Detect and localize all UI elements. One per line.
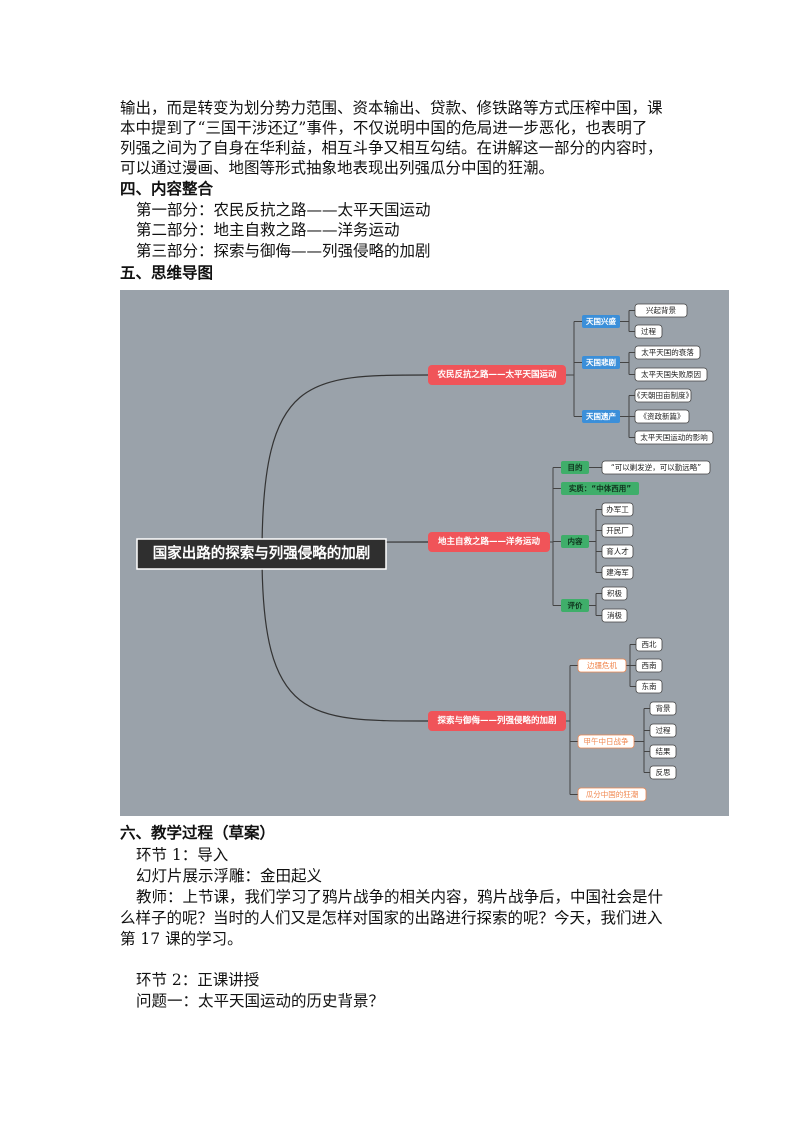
leaf-label: 东南 xyxy=(642,681,657,691)
intro-line-2: 本中提到了“三国干涉还辽”事件，不仅说明中国的危局进一步恶化，也表明了 xyxy=(120,119,648,137)
sub-box xyxy=(561,482,639,495)
step2-title: 环节 2：正课讲授 xyxy=(136,971,260,989)
sub-label: 甲午中日战争 xyxy=(584,736,629,746)
sub-box xyxy=(577,658,627,673)
leaf-label: 育人才 xyxy=(606,546,629,556)
leaf-box xyxy=(649,744,677,759)
branch-box-2 xyxy=(428,532,550,552)
step1-title: 环节 1：导入 xyxy=(136,846,229,864)
leaf-box xyxy=(635,637,663,652)
leaf-box xyxy=(634,409,690,424)
sub-label: 评价 xyxy=(568,601,583,610)
intro-line-4: 可以通过漫画、地图等形式抽象地表现出列强瓜分中国的狂潮。 xyxy=(120,159,555,177)
teacher-line-3: 第 17 课的学习。 xyxy=(120,930,243,948)
leaf-label: 背景 xyxy=(656,703,671,713)
leaf-label: 兴起背景 xyxy=(646,305,676,315)
leaf-box xyxy=(635,658,663,673)
sub-label: 瓜分中国的狂潮 xyxy=(586,789,639,799)
section6-heading: 六、教学过程（草案） xyxy=(120,824,276,842)
sub-label: 实质：“中体西用” xyxy=(569,483,631,493)
leaf-box xyxy=(634,303,688,318)
leaf-box xyxy=(634,430,714,445)
leaf-box xyxy=(634,345,701,360)
section5-heading: 五、思维导图 xyxy=(120,264,214,282)
mind-map: 兴起背景过程 天国兴盛太平天国的衰落太平天国失败原因 天国悲剧《天朝田亩制度》《资政… xyxy=(120,290,729,816)
sub-label: 内容 xyxy=(568,536,583,546)
leaf-label: 过程 xyxy=(656,725,671,735)
connector-root-branch-3 xyxy=(261,553,429,722)
leaf-label: 西南 xyxy=(642,660,657,670)
sub-box xyxy=(561,535,589,548)
sub-label: 天国悲剧 xyxy=(586,357,616,367)
leaf-label: 办军工 xyxy=(606,504,629,514)
intro-line-3: 列强之间为了自身在华利益，相互斗争又相互勾结。在讲解这一部分的内容时， xyxy=(120,139,663,157)
leaf-label: 太平天国的衰落 xyxy=(641,347,694,357)
connector-root-branch-1 xyxy=(261,374,429,555)
question1: 问题一：太平天国运动的历史背景？ xyxy=(136,992,385,1010)
leaf-label: 西北 xyxy=(642,640,657,649)
leaf-box xyxy=(635,679,663,694)
sub-label: 天国兴盛 xyxy=(586,316,616,326)
leaf-box xyxy=(601,460,711,475)
leaf-box xyxy=(649,723,677,738)
branch-box-1 xyxy=(428,365,566,385)
leaf-label: 太平天国失败原因 xyxy=(641,369,701,379)
leaf-label: 消极 xyxy=(607,610,622,620)
leaf-label: 开民厂 xyxy=(606,526,629,535)
branch-label-3: 探索与御侮——列强侵略的加剧 xyxy=(437,715,556,726)
leaf-box xyxy=(634,324,663,339)
leaf-label: 过程 xyxy=(641,326,656,336)
leaf-label: 结果 xyxy=(656,746,671,756)
sub-label: 天国遗产 xyxy=(586,411,616,421)
leaf-label: 反思 xyxy=(656,767,671,777)
step1-line: 幻灯片展示浮雕：金田起义 xyxy=(136,867,323,885)
leaf-box xyxy=(601,586,628,601)
section4-item-1: 第一部分：农民反抗之路——太平天国运动 xyxy=(136,201,431,219)
leaf-box xyxy=(649,701,677,716)
sub-label: 目的 xyxy=(568,462,583,472)
leaf-box xyxy=(601,523,634,538)
sub-box xyxy=(561,599,589,612)
intro-line-1: 输出，而是转变为划分势力范围、资本输出、贷款、修铁路等方式压榨中国，课 xyxy=(120,99,663,117)
branch-label-1: 农民反抗之路——太平天国运动 xyxy=(436,369,557,380)
leaf-box xyxy=(634,367,708,382)
leaf-box xyxy=(649,765,677,780)
root-label: 国家出路的探索与列强侵略的加剧 xyxy=(153,544,371,562)
leaf-box xyxy=(601,565,634,580)
sub-label: 边疆危机 xyxy=(587,660,617,670)
branch-box-3 xyxy=(428,711,566,731)
sub-box xyxy=(577,734,635,749)
sub-box xyxy=(577,787,647,802)
teacher-line-2: 么样子的呢？当时的人们又是怎样对国家的出路进行探索的呢？今天，我们进入 xyxy=(120,909,663,927)
leaf-label: 太平天国运动的影响 xyxy=(640,432,708,442)
leaf-label: 《资政新篇》 xyxy=(640,411,685,421)
branch-label-2: 地主自救之路——洋务运动 xyxy=(438,536,541,547)
sub-box xyxy=(582,356,620,369)
teacher-line-1: 教师：上节课，我们学习了鸦片战争的相关内容，鸦片战争后，中国社会是什 xyxy=(136,888,664,906)
leaf-box xyxy=(601,502,634,517)
leaf-label: 《天朝田亩制度》 xyxy=(633,390,693,400)
leaf-label: “可以剿发逆，可以勤远略” xyxy=(611,462,701,472)
sub-box xyxy=(561,461,589,474)
section4-item-3: 第三部分：探索与御侮——列强侵略的加剧 xyxy=(136,242,431,260)
section4-heading: 四、内容整合 xyxy=(120,180,214,198)
leaf-box xyxy=(601,608,628,623)
leaf-label: 积极 xyxy=(607,588,622,598)
leaf-box xyxy=(601,544,634,559)
sub-box xyxy=(582,315,620,328)
leaf-label: 建海军 xyxy=(606,567,629,577)
leaf-box xyxy=(634,388,692,403)
root-box xyxy=(136,538,387,570)
sub-box xyxy=(582,410,620,423)
section4-item-2: 第二部分：地主自救之路——洋务运动 xyxy=(136,221,400,239)
